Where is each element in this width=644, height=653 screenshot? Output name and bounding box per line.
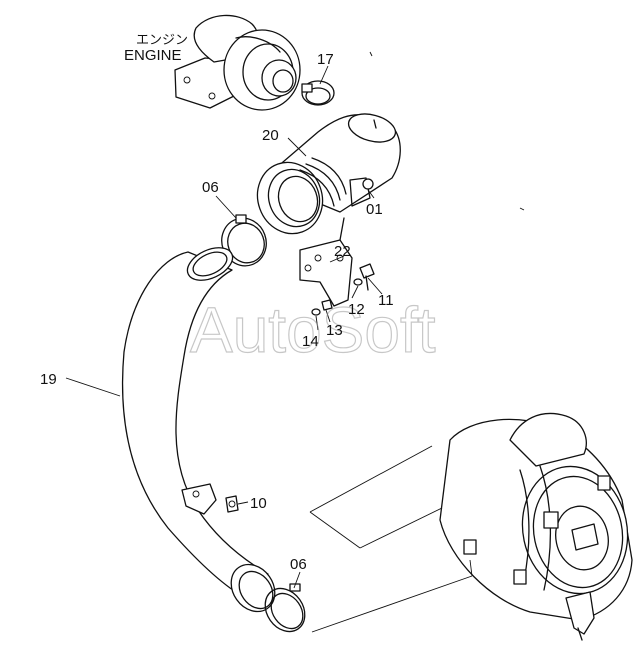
callout-11: 11	[378, 292, 394, 309]
phantom-connection-lines	[309, 445, 473, 633]
callout-01: 01	[366, 201, 383, 218]
callout-19: 19	[40, 371, 57, 388]
callout-22: 22	[334, 243, 351, 260]
watermark-text: AutoSoft	[190, 294, 436, 366]
hose-clamp-06-lower	[264, 583, 306, 633]
air-cleaner-assembly	[439, 412, 633, 641]
nut-13	[321, 299, 333, 311]
callout-12: 12	[348, 301, 365, 318]
callout-13: 13	[326, 322, 343, 339]
washer-14	[311, 308, 321, 316]
engine-turbo-housing	[174, 14, 301, 111]
callout-14: 14	[302, 333, 319, 350]
washer-12	[353, 278, 363, 286]
bracket-22	[299, 217, 353, 307]
leader-lines	[65, 51, 525, 589]
callout-17: 17	[317, 51, 334, 68]
callout-06-upper: 06	[202, 179, 219, 196]
engine-label-japanese: エンジン	[136, 33, 188, 48]
bolt-10	[225, 495, 239, 513]
hose-clamp-17	[301, 80, 335, 106]
callout-10: 10	[250, 495, 267, 512]
engine-label-english: ENGINE	[124, 47, 182, 64]
callout-20: 20	[262, 127, 279, 144]
intake-hose-19	[121, 247, 276, 613]
bolt-11	[359, 263, 375, 291]
elbow-hose-20	[256, 113, 401, 235]
callout-06-lower: 06	[290, 556, 307, 573]
